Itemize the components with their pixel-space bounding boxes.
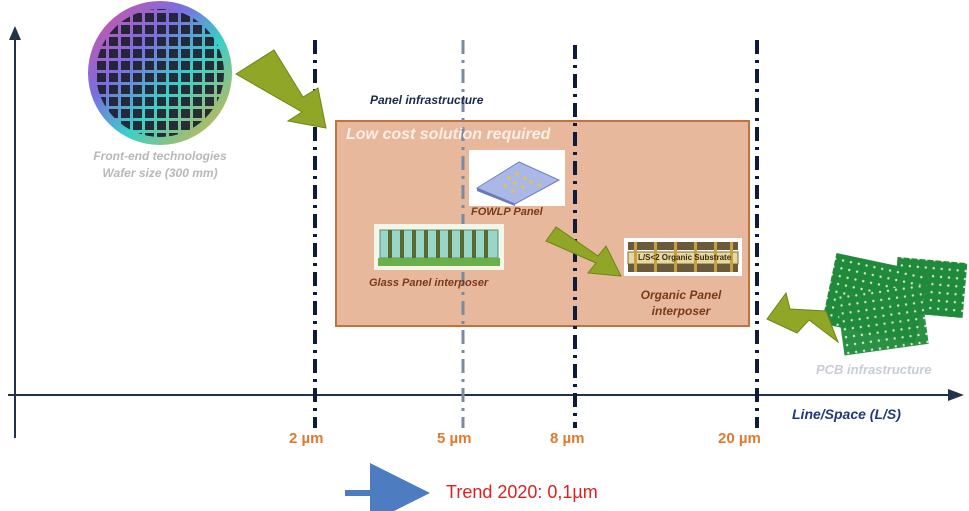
x-axis	[8, 389, 964, 401]
tick-2um: 2 µm	[289, 430, 324, 447]
organic-interposer-image: L/S<2 Organic Substrate	[624, 238, 742, 276]
low-cost-label: Low cost solution required	[346, 126, 551, 143]
tick-5um: 5 µm	[437, 430, 472, 447]
front-end-label: Front-end technologies Wafer size (300 m…	[93, 149, 227, 180]
glass-interposer-image	[374, 224, 504, 270]
fowlp-image	[469, 150, 565, 206]
arrow-pcb-to-panel	[766, 291, 840, 344]
trend-text: Trend 2020: 0,1µm	[446, 482, 598, 502]
wafer-image	[88, 1, 232, 145]
arrow-wafer-to-panel	[235, 49, 327, 129]
y-axis	[9, 26, 21, 438]
tick-20um: 20 µm	[718, 430, 761, 447]
organic-interposer-label: Organic Panel interposer	[640, 288, 722, 318]
tick-8um: 8 µm	[550, 430, 585, 447]
x-axis-label: Line/Space (L/S)	[792, 406, 901, 422]
organic-image-caption: L/S<2 Organic Substrate	[638, 253, 732, 262]
glass-interposer-label: Glass Panel interposer	[369, 277, 489, 289]
pcb-infrastructure-label: PCB infrastructure	[816, 362, 932, 377]
panel-infrastructure-label: Panel infrastructure	[370, 93, 484, 107]
arrow-fowlp-to-organic	[545, 226, 622, 277]
pcb-image	[821, 253, 968, 356]
fowlp-label: FOWLP Panel	[471, 206, 543, 218]
